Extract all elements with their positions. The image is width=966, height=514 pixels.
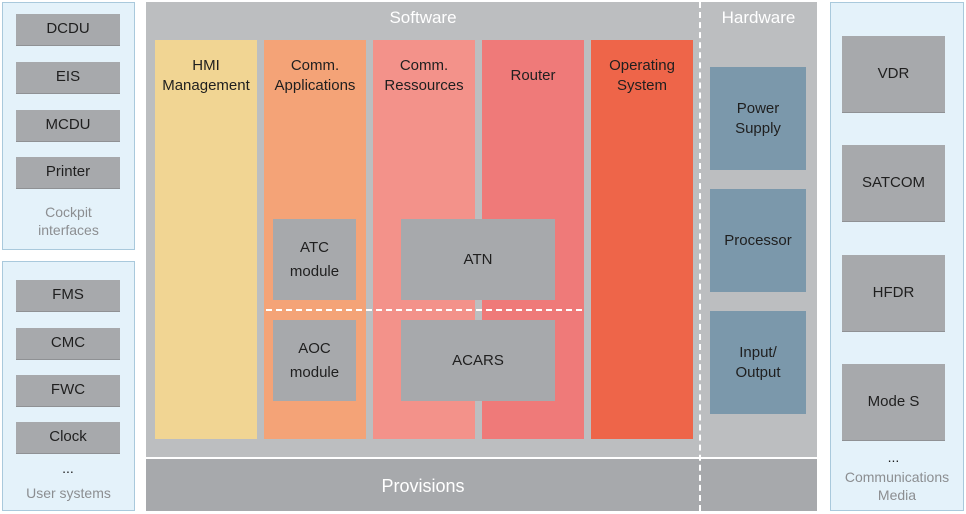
comm-media-item-vdr: VDR <box>842 36 945 113</box>
user-systems-caption: User systems <box>26 484 111 501</box>
cockpit-item-dcdu: DCDU <box>16 14 120 46</box>
software-hardware-separator <box>699 2 701 511</box>
comm-media-item-satcom: SATCOM <box>842 145 945 222</box>
communications-media-caption: Communications Media <box>844 468 950 503</box>
aoc-module: AOC module <box>273 320 356 401</box>
user-systems-ellipsis: ... <box>62 460 74 476</box>
comm-media-item-hfdr: HFDR <box>842 255 945 332</box>
comm-applications-label: Comm. Applications <box>274 57 356 94</box>
atn-module: ATN <box>401 219 555 300</box>
comm-media-item-mode-s: Mode S <box>842 364 945 441</box>
provisions-label: Provisions <box>381 475 465 496</box>
software-header: Software <box>389 8 457 27</box>
hardware-header: Hardware <box>721 8 796 27</box>
user-system-item-fms: FMS <box>16 280 120 312</box>
cockpit-item-mcdu: MCDU <box>16 110 120 142</box>
atn-acars-separator <box>266 309 582 311</box>
processor-box: Processor <box>710 189 806 292</box>
user-system-item-fwc: FWC <box>16 375 120 407</box>
atc-module: ATC module <box>273 219 356 300</box>
cockpit-interfaces-caption: Cockpit interfaces <box>38 203 99 238</box>
cockpit-item-eis: EIS <box>16 62 120 94</box>
user-system-item-clock: Clock <box>16 422 120 454</box>
cockpit-item-printer: Printer <box>16 157 120 189</box>
power-supply-box: Power Supply <box>710 67 806 170</box>
hmi-management-column: HMI Management <box>155 40 257 439</box>
provisions-bar <box>146 459 817 511</box>
communications-ellipsis: ... <box>887 449 900 465</box>
router-label: Router <box>510 67 556 84</box>
operating-system-column: Operating System <box>591 40 693 439</box>
acars-module: ACARS <box>401 320 555 401</box>
hmi-management-label: HMI Management <box>162 57 250 94</box>
input-output-box: Input/ Output <box>710 311 806 414</box>
comm-ressources-label: Comm. Ressources <box>384 57 464 94</box>
operating-system-label: Operating System <box>609 57 675 94</box>
user-system-item-cmc: CMC <box>16 328 120 360</box>
